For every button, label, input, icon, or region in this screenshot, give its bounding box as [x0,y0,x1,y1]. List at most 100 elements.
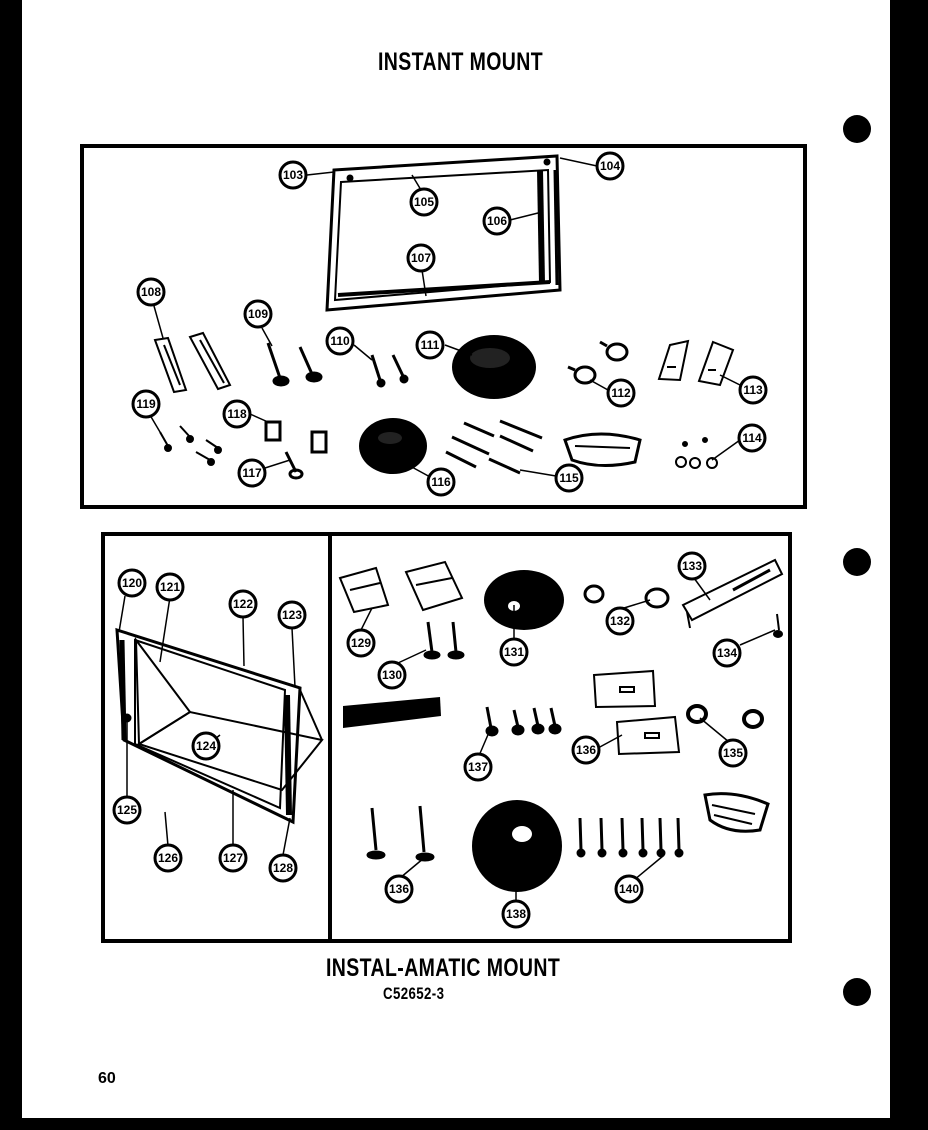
hardware-pouch-part [703,792,770,833]
pan-screw-part [485,706,562,737]
svg-text:108: 108 [141,285,161,299]
instal-amatic-frame [115,627,324,825]
svg-text:134: 134 [717,646,737,660]
svg-text:131: 131 [504,645,524,659]
svg-text:130: 130 [382,668,402,682]
callout-120: 120 [117,568,147,598]
callout-115: 115 [554,463,584,493]
seal-roll-part [359,418,427,474]
instant-mount-panel [80,144,807,509]
instal-amatic-mount-title: INSTAL-AMATIC MOUNT [326,954,561,982]
callout-108: 108 [136,277,166,307]
svg-text:124: 124 [196,739,216,753]
screw-part [370,354,409,388]
foam-roll-part [484,570,564,630]
model-number: C52652-3 [383,984,445,1003]
callout-116: 116 [426,467,456,497]
frame-clip-part [338,560,464,614]
angle-bar-part [681,558,784,629]
clip-part [657,339,735,387]
callout-140: 140 [614,874,644,904]
svg-text:135: 135 [723,746,743,760]
callout-121: 121 [155,572,185,602]
svg-text:140: 140 [619,882,639,896]
callout-118: 118 [222,399,252,429]
callout-109: 109 [243,299,273,329]
callout-110: 110 [325,326,355,356]
svg-text:118: 118 [227,407,247,421]
callout-113: 113 [738,375,768,405]
svg-text:109: 109 [248,307,268,321]
callout-129: 129 [346,628,376,658]
nail-part [445,419,543,475]
callout-126: 126 [153,843,183,873]
callout-117: 117 [237,458,267,488]
callout-125: 125 [112,795,142,825]
svg-text:136: 136 [389,882,409,896]
callout-131: 131 [499,637,529,667]
nut-part [686,704,764,729]
callout-114: 114 [737,423,767,453]
hardware-bag-part [563,432,642,468]
callout-136-plate: 136 [571,735,601,765]
svg-text:104: 104 [600,159,620,173]
gasket-roll-part [452,335,536,399]
callout-132: 132 [605,606,635,636]
binder-hole-bottom [843,978,871,1006]
callout-133: 133 [677,551,707,581]
svg-text:116: 116 [431,475,451,489]
svg-text:105: 105 [414,195,434,209]
instant-mount-title: INSTANT MOUNT [378,48,544,76]
callout-122: 122 [228,589,258,619]
svg-text:121: 121 [160,580,180,594]
svg-text:125: 125 [117,803,137,817]
small-hardware-part [675,437,718,469]
svg-text:129: 129 [351,636,371,650]
callout-127: 127 [218,843,248,873]
leader-lines [118,157,776,902]
svg-text:112: 112 [611,386,631,400]
grommet-part [583,584,670,609]
callout-130: 130 [377,660,407,690]
callout-104: 104 [595,151,625,181]
svg-text:122: 122 [233,597,253,611]
lag-screw-part [366,805,435,862]
svg-text:107: 107 [411,251,431,265]
callout-124: 124 [191,731,221,761]
svg-text:117: 117 [242,466,262,480]
callout-137: 137 [463,752,493,782]
latch-part [264,420,328,480]
svg-text:120: 120 [122,576,142,590]
callout-138: 138 [501,899,531,929]
callout-123: 123 [277,600,307,630]
svg-text:111: 111 [421,338,440,352]
mounting-bolt-part [266,342,323,387]
callout-105: 105 [409,187,439,217]
svg-text:114: 114 [742,431,762,445]
svg-text:126: 126 [158,851,178,865]
knob-part [567,340,629,385]
svg-text:132: 132 [610,614,630,628]
gasket-coil-part [472,800,562,892]
callout-111: 111 [415,330,445,360]
svg-text:123: 123 [282,608,302,622]
callout-103: 103 [278,160,308,190]
svg-text:127: 127 [223,851,243,865]
svg-text:119: 119 [136,397,156,411]
weather-strip-part [343,697,441,728]
svg-text:136: 136 [576,743,596,757]
svg-text:115: 115 [559,471,579,485]
side-bracket-part [153,331,232,394]
small-screw-part [159,425,222,466]
svg-text:137: 137 [468,760,488,774]
svg-text:113: 113 [743,383,763,397]
svg-text:110: 110 [330,334,350,348]
svg-text:128: 128 [273,861,293,875]
callout-bubbles: 103 104 105 106 107 108 109 110 111 112 … [112,151,768,929]
callout-119: 119 [131,389,161,419]
svg-text:138: 138 [506,907,526,921]
callout-106: 106 [482,206,512,236]
svg-text:106: 106 [487,214,507,228]
parts-subpanel [328,532,792,943]
svg-text:133: 133 [682,559,702,573]
